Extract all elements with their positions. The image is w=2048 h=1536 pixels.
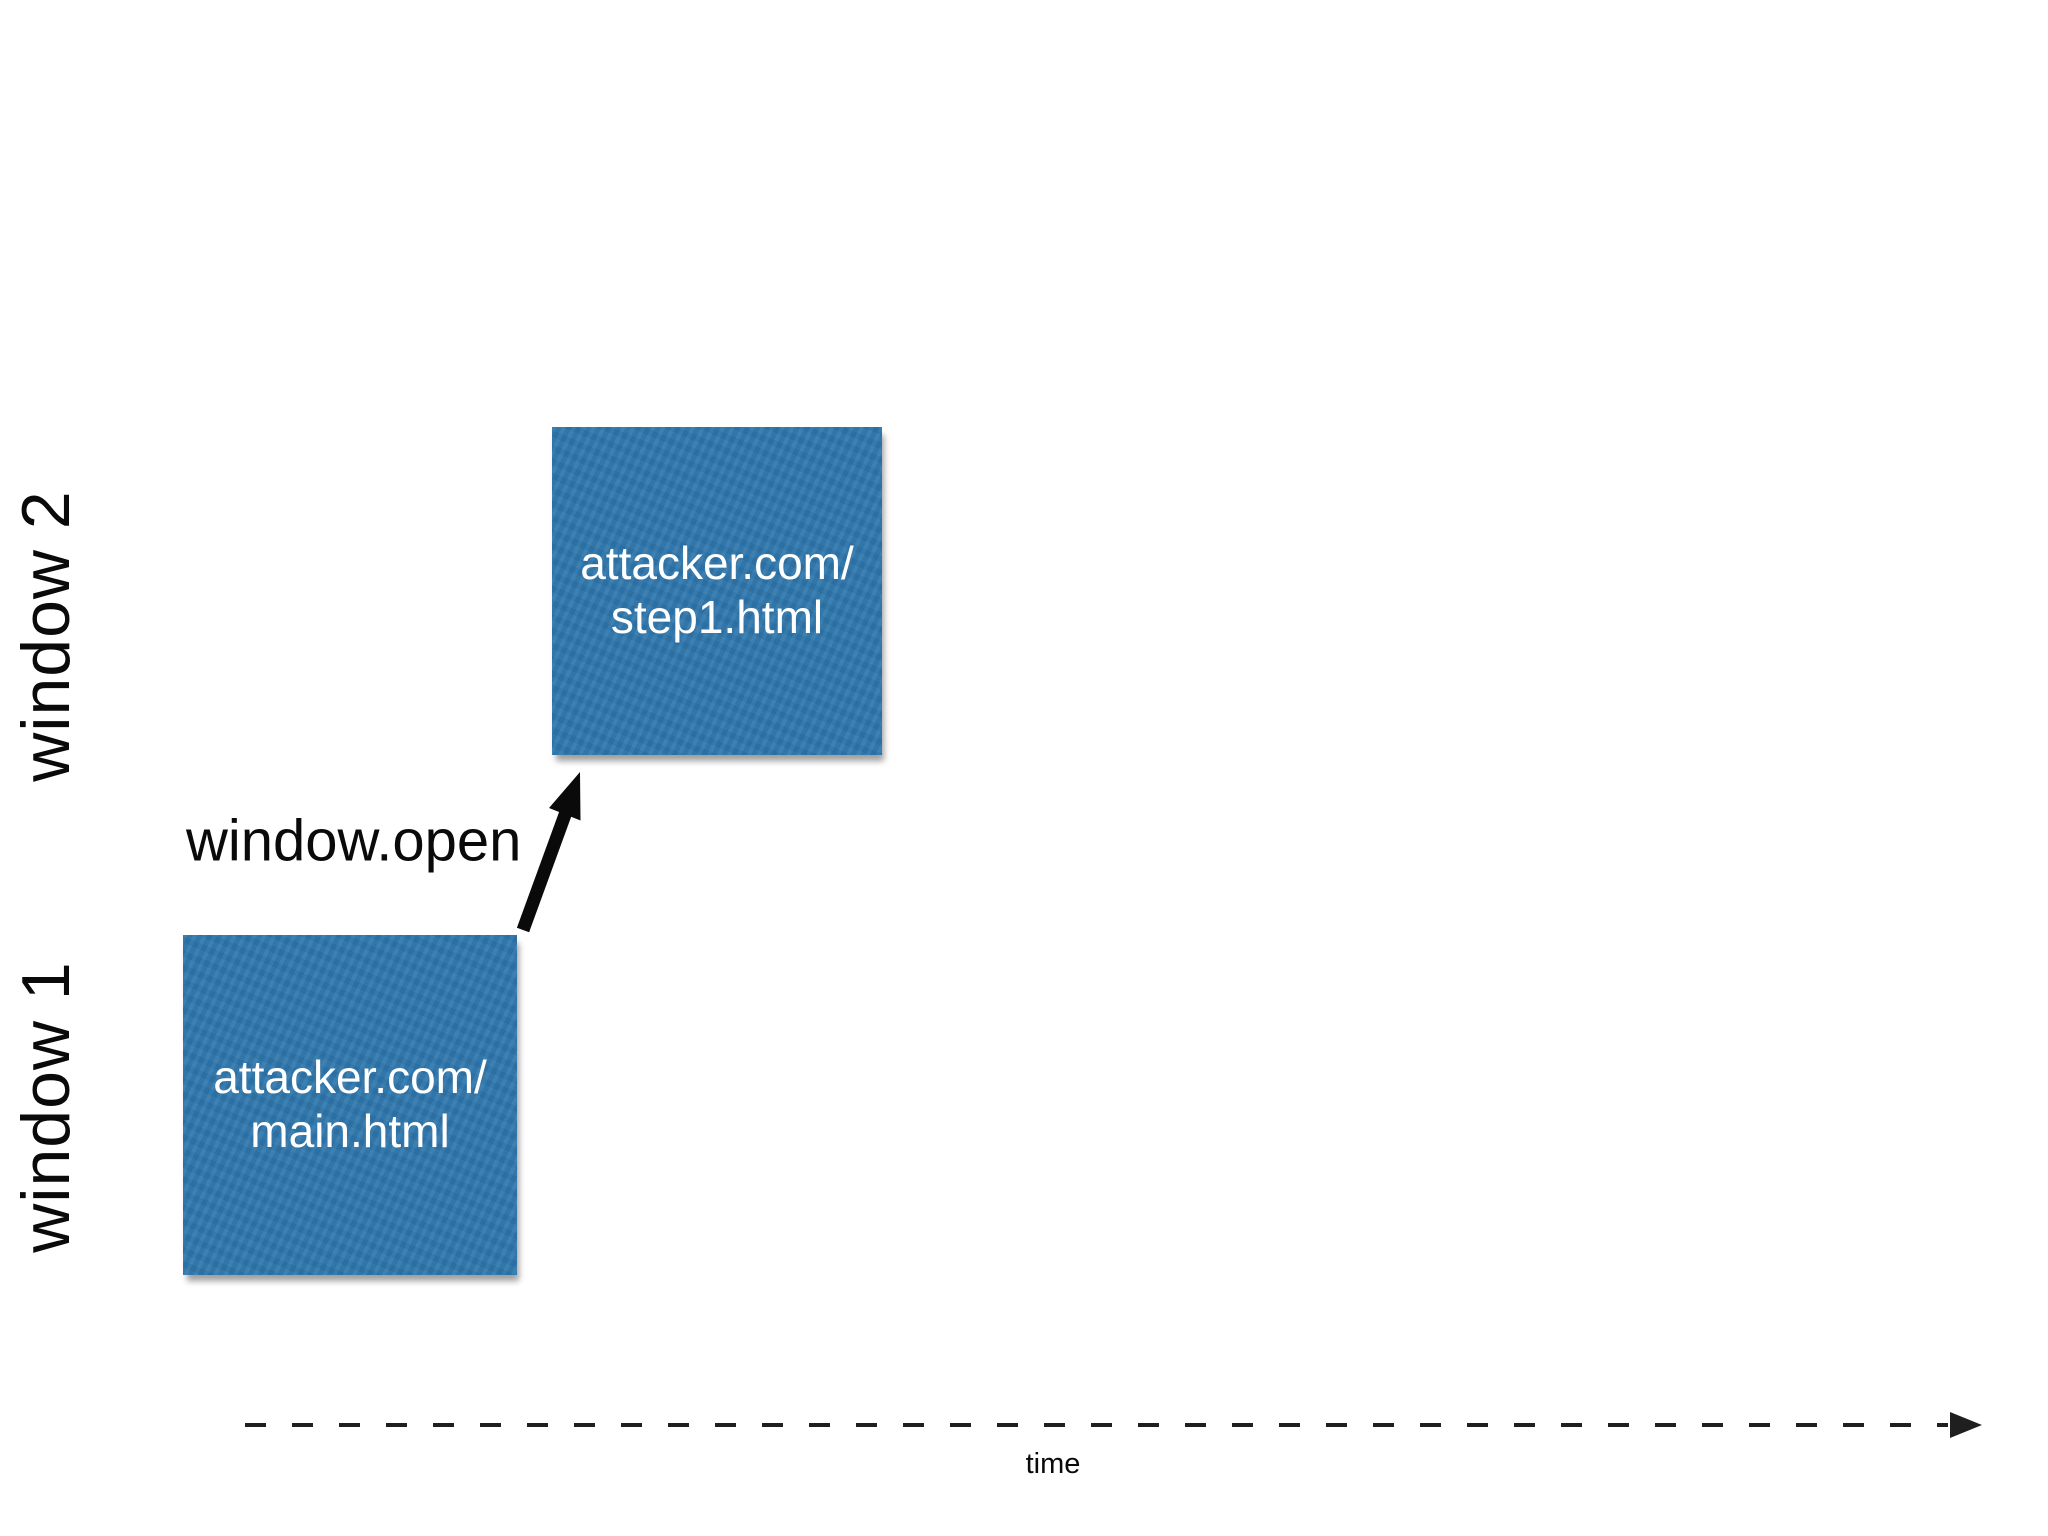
window-2-axis-label: window 2 [8, 490, 84, 782]
time-axis [245, 1412, 1982, 1438]
page-url: attacker.com/ step1.html [580, 537, 854, 645]
window-open-label: window.open [186, 808, 522, 874]
window-open-arrow-icon [516, 772, 581, 933]
page-url-line-2: step1.html [610, 591, 824, 643]
window-1-page-box: attacker.com/ main.html [183, 935, 517, 1275]
page-url-line-1: attacker.com/ [213, 1051, 487, 1104]
page-url-line-1: attacker.com/ [580, 537, 854, 590]
time-axis-arrowhead-icon [1950, 1412, 1982, 1438]
page-url-line-2: main.html [250, 1105, 450, 1157]
time-axis-label: time [1025, 1448, 1081, 1480]
window-2-page-box: attacker.com/ step1.html [552, 427, 882, 755]
page-url: attacker.com/ main.html [213, 1051, 487, 1159]
window-1-axis-label: window 1 [8, 961, 84, 1253]
